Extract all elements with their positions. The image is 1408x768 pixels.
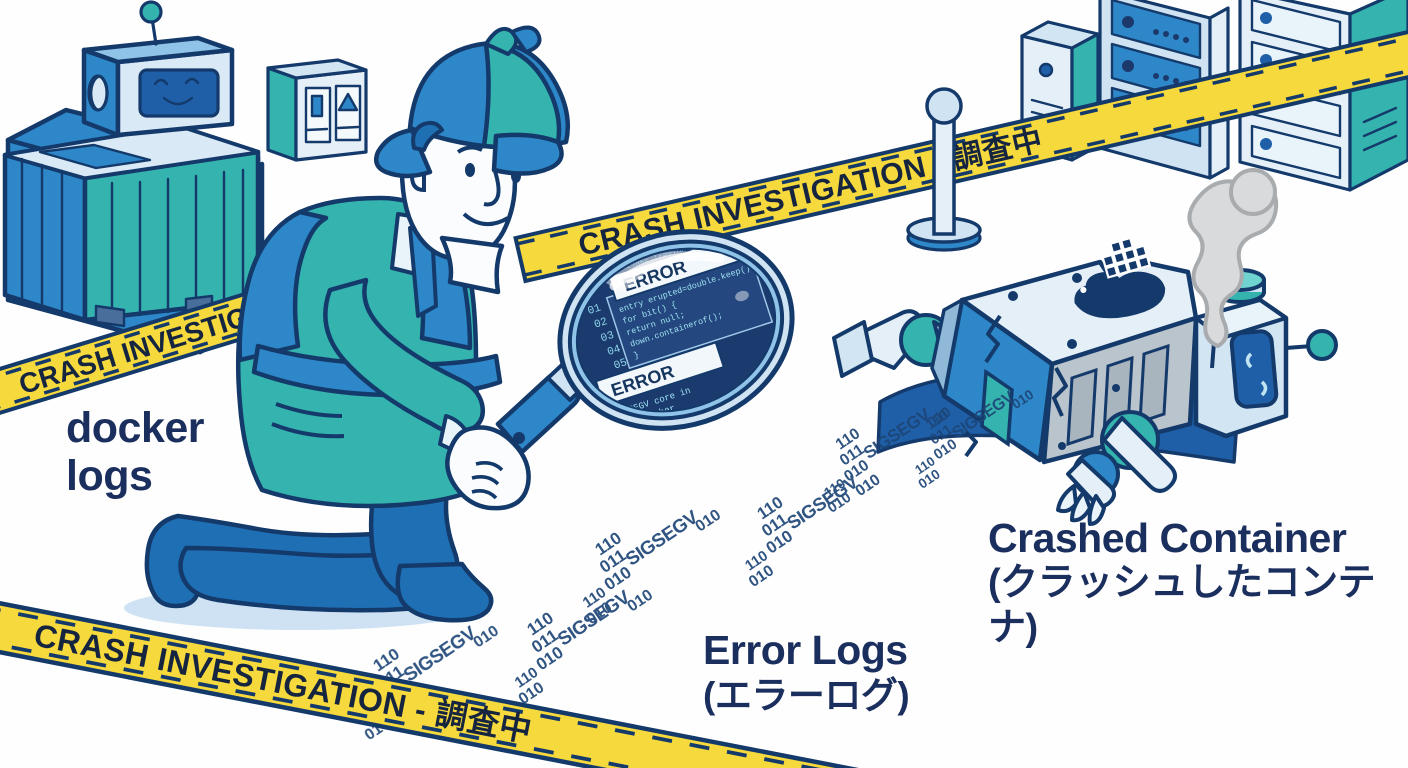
detective-hand xyxy=(445,425,531,511)
docker-logs-line1: docker xyxy=(66,404,205,452)
happy-container-bot xyxy=(2,0,265,355)
crashed-container-en: Crashed Container xyxy=(988,515,1347,561)
line-number: 04 xyxy=(606,343,623,359)
label-crashed-container: Crashed Container (クラッシュしたコンテナ) xyxy=(988,516,1408,651)
line-number: 01 xyxy=(586,302,603,318)
robot-right-arm xyxy=(1056,410,1177,526)
docker-logs-line2: logs xyxy=(66,452,153,500)
error-logs-en: Error Logs xyxy=(703,627,908,673)
small-cabinet xyxy=(266,58,368,162)
docker-whale xyxy=(1074,236,1166,319)
robot-body xyxy=(930,236,1199,465)
label-error-logs: Error Logs (エラーログ) xyxy=(703,627,910,718)
detective-head xyxy=(374,25,570,295)
error-logs-jp: (エラーログ) xyxy=(703,675,910,716)
line-number: 05 xyxy=(613,357,629,372)
label-docker-logs: docker logs xyxy=(66,404,205,500)
crashed-container-jp: (クラッシュしたコンテナ) xyxy=(988,562,1376,649)
code-line: } xyxy=(633,350,641,361)
lower-tape-text: CRASH INVESTIGATION - 調査中 xyxy=(31,617,535,749)
line-number: 02 xyxy=(593,316,609,331)
line-number: 03 xyxy=(599,330,615,345)
